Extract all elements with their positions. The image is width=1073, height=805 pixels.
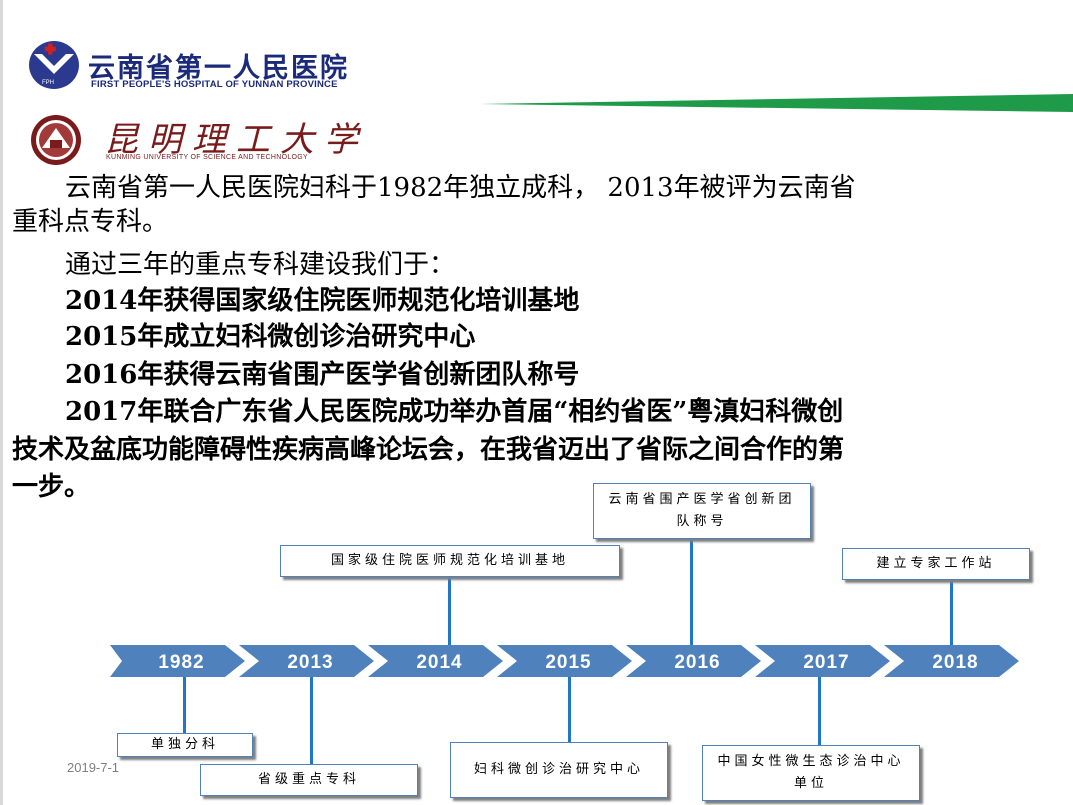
timeline-arrow-2016 — [626, 645, 761, 677]
timeline-year-2016: 2016 — [674, 652, 720, 673]
timeline-box-2013: 省级重点专科 — [200, 764, 418, 796]
university-name-cn: 昆明理工大学 — [104, 120, 368, 160]
milestone-2017-line-1: 2017年联合广东省人民医院成功举办首届“相约省医”粤滇妇科微创 — [65, 397, 844, 427]
timeline-arrow-2018 — [884, 645, 1019, 677]
slide-date: 2019-7-1 — [67, 760, 120, 775]
connector-2016 — [690, 538, 693, 646]
timeline-arrow-2014 — [368, 645, 503, 677]
timeline-year-2014: 2014 — [416, 652, 462, 673]
timeline-arrow-2017 — [755, 645, 890, 677]
timeline-box-2017: 中国女性微生态诊治中心单位 — [702, 745, 920, 801]
timeline-arrow-2015 — [497, 645, 632, 677]
timeline-box-2018: 建立专家工作站 — [842, 548, 1030, 580]
milestone-2017-line-2: 技术及盆底功能障碍性疾病高峰论坛会，在我省迈出了省际之间合作的第 — [12, 435, 845, 465]
green-divider-line — [480, 94, 1073, 112]
timeline-year-2013: 2013 — [287, 652, 333, 673]
intro-line-3: 通过三年的重点专科建设我们于： — [65, 250, 456, 280]
milestone-2017-line-3: 一步。 — [12, 472, 91, 502]
intro-line-1: 云南省第一人民医院妇科于1982年独立成科， 2013年被评为云南省 — [65, 173, 856, 203]
intro-line-2: 重科点专科。 — [12, 207, 169, 237]
milestone-2016: 2016年获得云南省围产医学省创新团队称号 — [65, 360, 580, 390]
hospital-logo-icon — [29, 41, 79, 89]
timeline-arrows: 1982 2013 2014 2015 2016 2017 2018 — [110, 645, 1019, 677]
hospital-name-cn: 云南省第一人民医院 — [88, 53, 349, 84]
timeline-year-2017: 2017 — [803, 652, 849, 673]
university-seal-icon — [31, 115, 81, 165]
connector-2014 — [448, 575, 451, 645]
milestone-2014: 2014年获得国家级住院医师规范化培训基地 — [65, 286, 580, 316]
timeline-box-2015: 妇科微创诊治研究中心 — [450, 742, 668, 798]
timeline-arrow-2013 — [239, 645, 374, 677]
connector-1982 — [183, 677, 186, 735]
university-name-en: KUNMING UNIVERSITY OF SCIENCE AND TECHNO… — [106, 154, 308, 161]
timeline-box-1982: 单独分科 — [117, 733, 253, 757]
slide-left-border — [0, 0, 3, 805]
connector-2013 — [310, 677, 313, 765]
timeline-box-2014: 国家级住院医师规范化培训基地 — [280, 545, 620, 577]
timeline-year-2018: 2018 — [932, 652, 978, 673]
hospital-logo-tag: FPH — [42, 80, 54, 86]
milestone-2015: 2015年成立妇科微创诊治研究中心 — [65, 322, 476, 352]
connector-2018 — [950, 578, 953, 646]
connector-2015 — [568, 677, 571, 743]
timeline-box-2016: 云南省围产医学省创新团队称号 — [593, 483, 811, 539]
timeline-arrow-1982 — [110, 645, 245, 677]
timeline-year-1982: 1982 — [158, 652, 204, 673]
hospital-name-en: FIRST PEOPLE'S HOSPITAL OF YUNNAN PROVIN… — [91, 79, 338, 90]
timeline-year-2015: 2015 — [545, 652, 591, 673]
connector-2017 — [818, 677, 821, 745]
